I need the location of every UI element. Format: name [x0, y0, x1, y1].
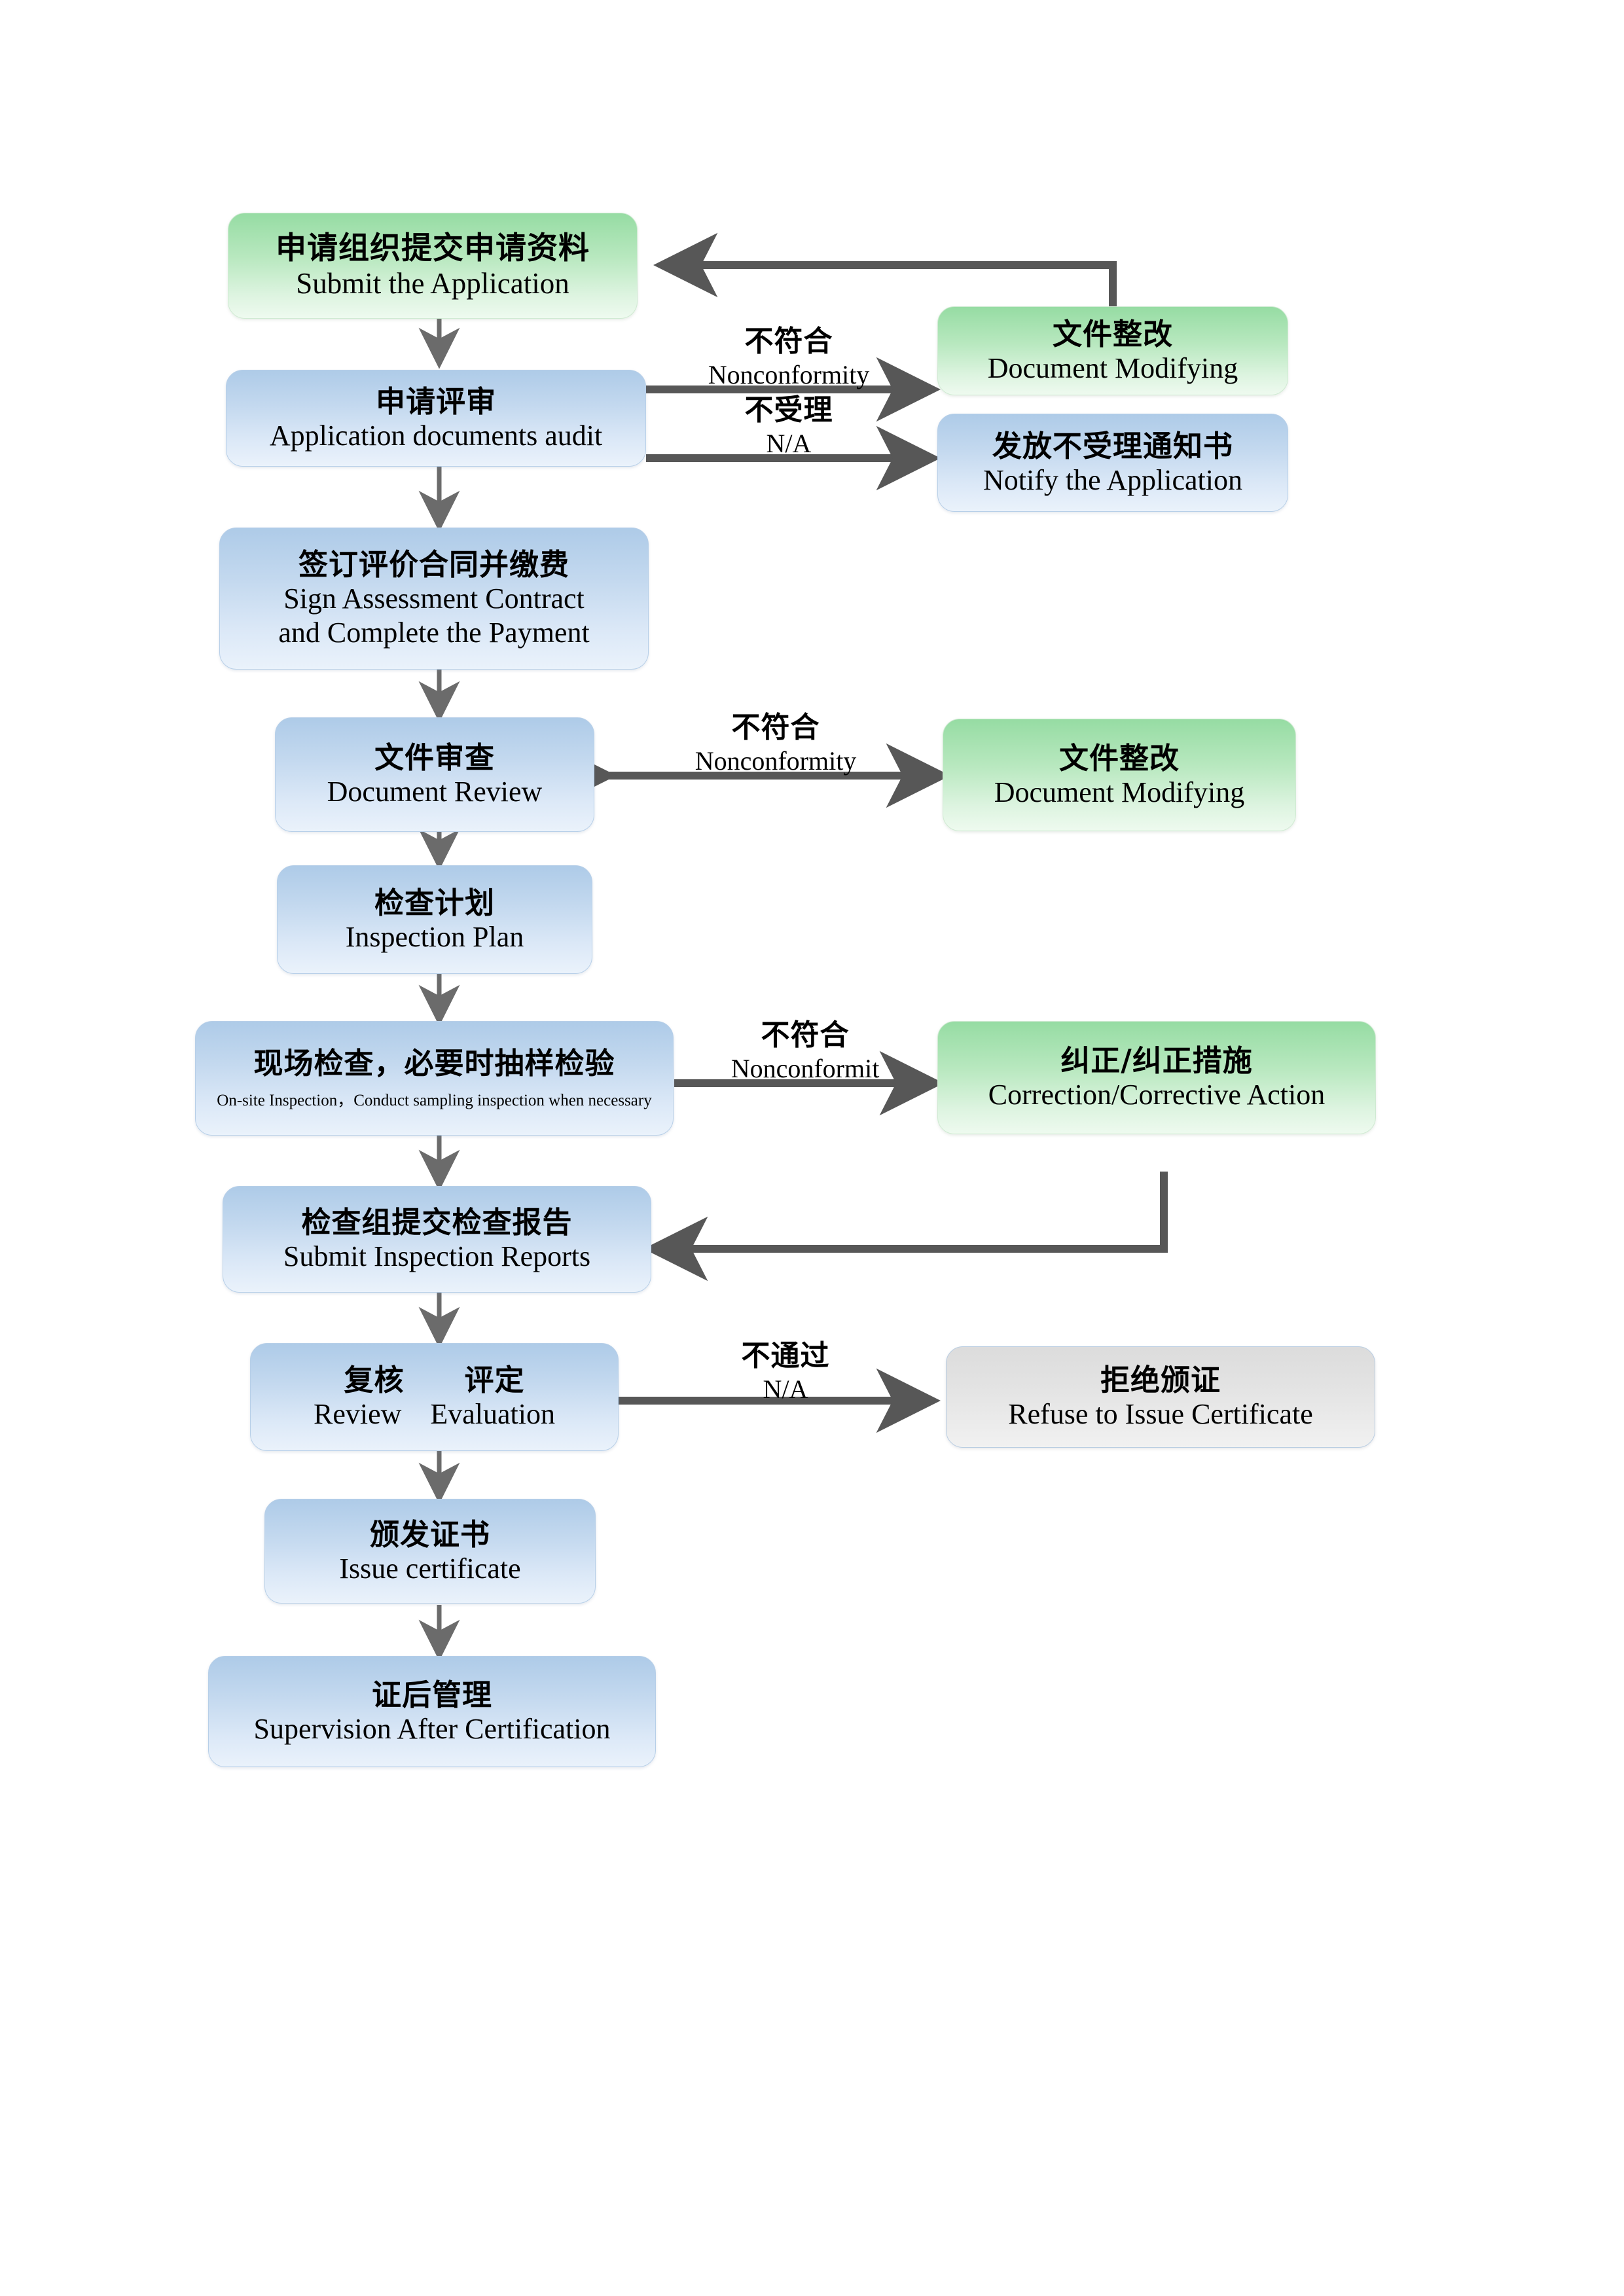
node-submit-application-en: Submit the Application: [296, 267, 569, 300]
node-refuse-to-issue-certificate-cn: 拒绝颁证: [1100, 1363, 1221, 1397]
node-application-documents-audit-cn: 申请评审: [375, 384, 496, 419]
node-correction-corrective-action-cn: 纠正/纠正措施: [1060, 1043, 1253, 1078]
node-review-evaluation-cn: 复核 评定: [344, 1363, 525, 1397]
node-document-modifying-1[interactable]: 文件整改 Document Modifying: [937, 306, 1288, 395]
node-document-modifying-2[interactable]: 文件整改 Document Modifying: [943, 719, 1296, 831]
edge-label-inspection-nonconformit: 不符合 Nonconformit: [731, 1018, 880, 1083]
node-submit-inspection-reports-cn: 检查组提交检查报告: [301, 1205, 573, 1240]
node-on-site-inspection-cn: 现场检查，必要时抽样检验: [253, 1046, 615, 1081]
node-review-evaluation-en: Review Evaluation: [313, 1398, 555, 1431]
node-issue-certificate-en: Issue certificate: [339, 1552, 521, 1585]
node-document-modifying-2-cn: 文件整改: [1058, 740, 1180, 776]
node-application-documents-audit-en: Application documents audit: [269, 419, 603, 452]
node-document-review-cn: 文件审查: [374, 740, 495, 775]
node-refuse-to-issue-certificate[interactable]: 拒绝颁证 Refuse to Issue Certificate: [946, 1346, 1375, 1448]
node-inspection-plan-cn: 检查计划: [374, 885, 495, 920]
node-supervision-after-certification-cn: 证后管理: [371, 1677, 492, 1712]
node-sign-assessment-contract-en-line1: Sign Assessment Contract: [283, 583, 585, 615]
node-notify-the-application[interactable]: 发放不受理通知书 Notify the Application: [937, 414, 1288, 512]
node-supervision-after-certification[interactable]: 证后管理 Supervision After Certification: [208, 1656, 656, 1767]
edge-label-evaluation-fail: 不通过 N/A: [741, 1339, 830, 1404]
node-on-site-inspection[interactable]: 现场检查，必要时抽样检验 On-site Inspection，Conduct …: [195, 1021, 674, 1136]
node-sign-assessment-contract[interactable]: 签订评价合同并缴费 Sign Assessment Contract and C…: [219, 528, 649, 670]
node-notify-the-application-cn: 发放不受理通知书: [992, 428, 1233, 463]
edge-label-audit-nonconformity: 不符合 Nonconformity: [708, 325, 870, 389]
node-issue-certificate[interactable]: 颁发证书 Issue certificate: [264, 1499, 596, 1604]
node-document-modifying-2-en: Document Modifying: [994, 776, 1245, 808]
edge-doc-modifying-to-submit: [653, 232, 1117, 314]
node-correction-corrective-action-en: Correction/Corrective Action: [988, 1079, 1326, 1111]
node-submit-inspection-reports[interactable]: 检查组提交检查报告 Submit Inspection Reports: [223, 1186, 651, 1293]
node-submit-inspection-reports-en: Submit Inspection Reports: [283, 1240, 591, 1273]
node-review-evaluation[interactable]: 复核 评定 Review Evaluation: [250, 1343, 619, 1451]
edge-label-review-nonconformity: 不符合 Nonconformity: [695, 711, 857, 776]
edge-correction-to-reports: [643, 1172, 1168, 1282]
node-issue-certificate-cn: 颁发证书: [369, 1516, 490, 1552]
node-supervision-after-certification-en: Supervision After Certification: [253, 1712, 611, 1745]
node-application-documents-audit[interactable]: 申请评审 Application documents audit: [226, 370, 646, 467]
node-submit-application-cn: 申请组织提交申请资料: [276, 230, 590, 266]
edge-label-audit-not-accepted: 不受理 N/A: [744, 393, 833, 458]
node-document-review-en: Document Review: [327, 776, 543, 808]
node-inspection-plan[interactable]: 检查计划 Inspection Plan: [277, 865, 592, 974]
node-sign-assessment-contract-en-line2: and Complete the Payment: [278, 617, 590, 649]
node-sign-assessment-contract-cn: 签订评价合同并缴费: [298, 547, 569, 583]
node-inspection-plan-en: Inspection Plan: [345, 920, 524, 953]
node-document-modifying-1-cn: 文件整改: [1052, 316, 1173, 351]
node-submit-application[interactable]: 申请组织提交申请资料 Submit the Application: [228, 213, 638, 319]
node-document-modifying-1-en: Document Modifying: [987, 351, 1238, 384]
node-correction-corrective-action[interactable]: 纠正/纠正措施 Correction/Corrective Action: [937, 1021, 1376, 1134]
node-document-review[interactable]: 文件审查 Document Review: [275, 717, 594, 832]
node-refuse-to-issue-certificate-en: Refuse to Issue Certificate: [1008, 1398, 1313, 1431]
node-on-site-inspection-en: On-site Inspection，Conduct sampling insp…: [217, 1092, 652, 1110]
node-notify-the-application-en: Notify the Application: [983, 463, 1242, 496]
